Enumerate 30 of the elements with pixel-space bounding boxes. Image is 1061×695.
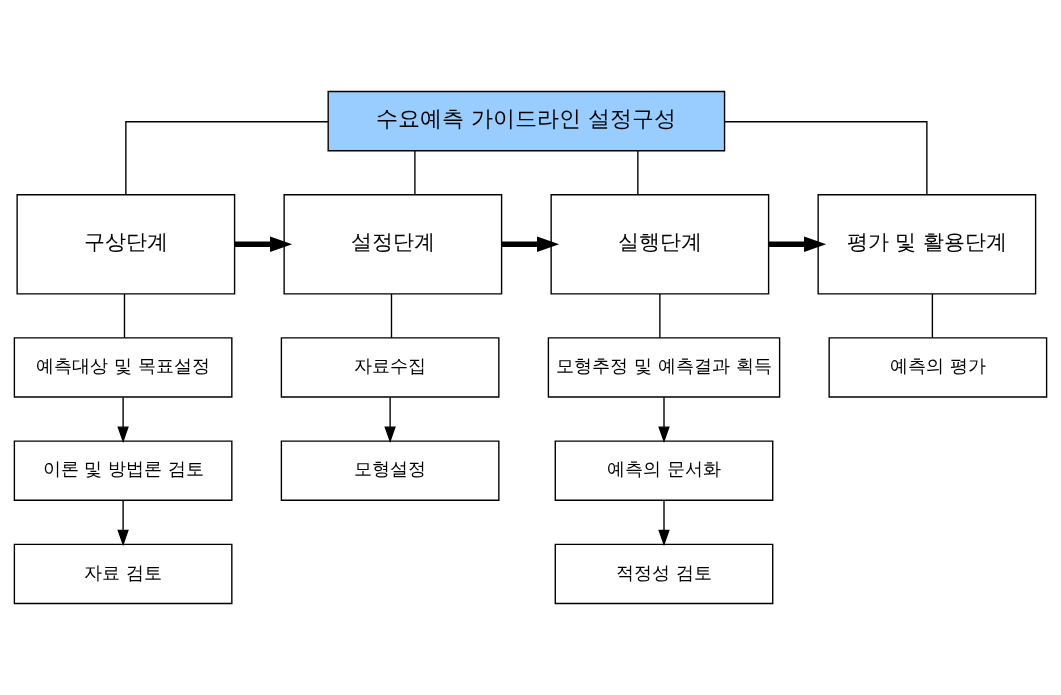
arrow <box>768 236 827 252</box>
arrow <box>117 499 129 547</box>
connector <box>724 121 928 196</box>
arrow <box>384 396 396 443</box>
node-box: 이론 및 방법론 검토 <box>13 440 233 501</box>
node-box: 자료 검토 <box>13 543 233 605</box>
node-box: 적정성 검토 <box>554 543 774 605</box>
connector <box>390 293 393 339</box>
node-box: 구상단계 <box>16 194 236 295</box>
arrow <box>501 236 560 252</box>
node-box: 예측의 문서화 <box>554 440 774 501</box>
connector <box>659 293 661 339</box>
node-box: 수요예측 가이드라인 설정구성 <box>327 90 726 152</box>
arrow <box>658 396 670 443</box>
node-box: 평가 및 활용단계 <box>817 194 1037 295</box>
node-box: 모형설정 <box>280 440 500 501</box>
arrow <box>658 499 670 547</box>
arrow <box>117 396 129 443</box>
node-box: 자료수집 <box>280 337 500 398</box>
node-box: 예측대상 및 목표설정 <box>13 337 233 398</box>
connector <box>414 150 416 196</box>
connector <box>637 150 639 196</box>
node-box: 모형추정 및 예측결과 획득 <box>547 337 781 398</box>
node-box: 실행단계 <box>550 194 770 295</box>
node-box: 예측의 평가 <box>828 337 1048 398</box>
connector <box>125 121 329 196</box>
connector <box>123 293 126 339</box>
arrow <box>234 236 293 252</box>
connector <box>931 293 934 339</box>
node-box: 설정단계 <box>283 194 503 295</box>
